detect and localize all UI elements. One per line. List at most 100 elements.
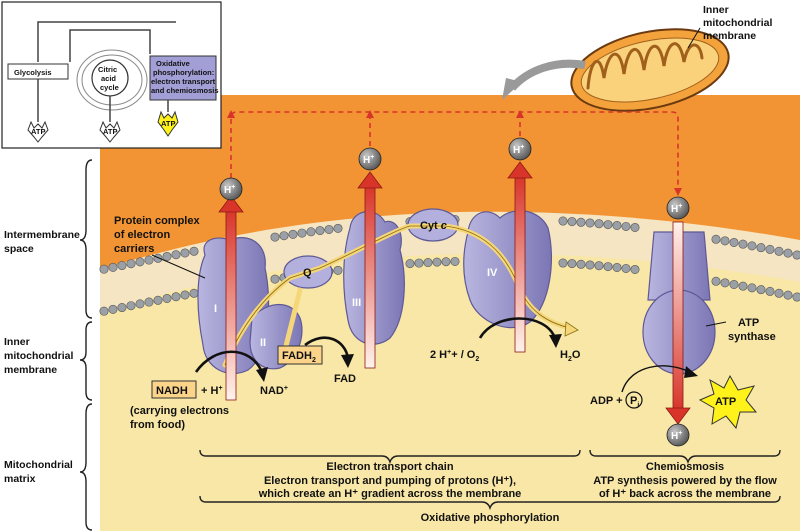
proton-arrow-iv <box>514 175 526 353</box>
phospholipid-head <box>117 261 127 271</box>
phospholipid-head <box>279 231 289 241</box>
inset-oxphos-2: phosphorylation: <box>153 68 214 77</box>
oxygen-arrow <box>478 317 557 339</box>
proton-text-iv: H+ <box>513 144 524 156</box>
brace-oxphos <box>199 495 781 511</box>
phospholipid-head <box>333 265 343 275</box>
plus-h-label: + H+ <box>201 385 223 397</box>
phospholipid-head <box>621 263 631 273</box>
proton-flow-arrowhead-1 <box>227 110 235 118</box>
phospholipid-head <box>153 295 163 305</box>
phospholipid-head <box>774 288 784 298</box>
top-label-3: membrane <box>703 30 756 42</box>
etc-line-2: which create an H⁺ gradient across the m… <box>258 488 522 500</box>
phospholipid-head <box>324 224 334 234</box>
phospholipid-head <box>720 236 730 246</box>
adp-arrow <box>621 365 691 393</box>
phospholipid-head <box>162 293 172 303</box>
phospholipid-head <box>612 262 622 272</box>
phospholipid-head <box>189 246 199 256</box>
nadh-arrow-head <box>256 367 268 382</box>
atp-star-icon <box>698 374 758 430</box>
phospholipid-head <box>576 259 586 269</box>
proton-text-i: H+ <box>224 184 235 196</box>
phospholipid-head <box>432 257 442 267</box>
phospholipid-head <box>603 220 613 230</box>
phospholipid-head <box>333 223 343 233</box>
proton-arrow-i <box>225 209 237 401</box>
protein-complex-label-2: of electron <box>114 229 171 241</box>
top-label-2: mitochondrial <box>703 17 773 29</box>
phospholipid-head <box>99 264 109 274</box>
protein-complex-label-3: carriers <box>114 243 154 255</box>
label-intermembrane-2: space <box>4 243 34 255</box>
fadh-box <box>277 345 323 365</box>
phospholipid-head <box>126 301 136 311</box>
phospholipid-head <box>567 217 577 227</box>
complex-i-label: I <box>214 303 217 315</box>
phospholipid-head <box>135 299 145 309</box>
phospholipid-head <box>117 303 127 313</box>
phospholipid-head <box>594 219 604 229</box>
proton-flow-arrowhead-3 <box>516 110 524 118</box>
inset-citric-1: Citric <box>98 65 117 74</box>
zoom-arrow-head <box>502 78 522 100</box>
proton-text-synthase-bottom: H+ <box>671 430 682 442</box>
phospholipid-head <box>756 285 766 295</box>
phospholipid-head <box>720 278 730 288</box>
proton-flow-arrowhead-4 <box>674 188 682 196</box>
phospholipid-head <box>108 304 118 314</box>
phospholipid-head <box>423 258 433 268</box>
bracket-matrix <box>79 403 93 531</box>
two-h-label: 2 H++ / O2 <box>430 349 479 363</box>
phospholipid-head <box>189 288 199 298</box>
adp-label: ADP + <box>590 395 623 407</box>
phospholipid-head <box>765 244 775 254</box>
label-inner-2: mitochondrial <box>4 350 74 362</box>
phospholipid-head <box>783 290 793 300</box>
phospholipid-head <box>306 227 316 237</box>
phospholipid-head <box>747 241 757 251</box>
phospholipid-head <box>774 246 784 256</box>
fadh-arrow-head <box>341 354 354 368</box>
phospholipid-head <box>153 253 163 263</box>
phospholipid-head <box>405 259 415 269</box>
h2o-label: H2O <box>560 349 581 363</box>
phospholipid-head <box>558 216 568 226</box>
protein-complex-label-1: Protein complex <box>114 215 200 227</box>
phospholipid-head <box>441 257 451 267</box>
phospholipid-head <box>315 226 325 236</box>
label-intermembrane-1: Intermembrane <box>4 229 80 241</box>
mitochondrion-icon <box>570 28 730 112</box>
fad-label: FAD <box>334 373 356 385</box>
phospholipid-head <box>171 250 181 260</box>
etc-line-1: Electron transport and pumping of proton… <box>264 475 516 487</box>
inset-overview <box>1 1 222 149</box>
phospholipid-head <box>99 306 109 316</box>
label-matrix-1: Mitochondrial <box>4 459 73 471</box>
phospholipid-head <box>414 258 424 268</box>
label-inner-1: Inner <box>4 336 30 348</box>
proton-ball-synthase-bottom <box>666 423 690 447</box>
top-label-1: Inner <box>703 4 729 16</box>
top-label-leader <box>687 27 701 49</box>
proton-arrow-synthase <box>672 221 684 411</box>
proton-flow-arrowhead-2 <box>366 110 374 118</box>
phospholipid-head <box>738 281 748 291</box>
phospholipid-head <box>585 218 595 228</box>
oxphos-title: Oxidative phosphorylation <box>421 512 560 524</box>
proton-ball-iii <box>358 147 382 171</box>
oxygen-arrow-head <box>549 334 562 348</box>
phospholipid-head <box>288 229 298 239</box>
inset-oxphos-4: and chemiosmosis <box>151 86 219 95</box>
phospholipid-head <box>144 255 154 265</box>
phospholipid-head <box>558 258 568 268</box>
inset-atp-1: ATP <box>31 127 45 136</box>
phospholipid-head <box>270 232 280 242</box>
phospholipid-head <box>711 276 721 286</box>
phospholipid-head <box>126 259 136 269</box>
atp-synthase-label-2: synthase <box>728 331 776 343</box>
electron-path-fadh <box>283 287 303 349</box>
phospholipid-head <box>711 234 721 244</box>
phospholipid-head <box>180 248 190 258</box>
